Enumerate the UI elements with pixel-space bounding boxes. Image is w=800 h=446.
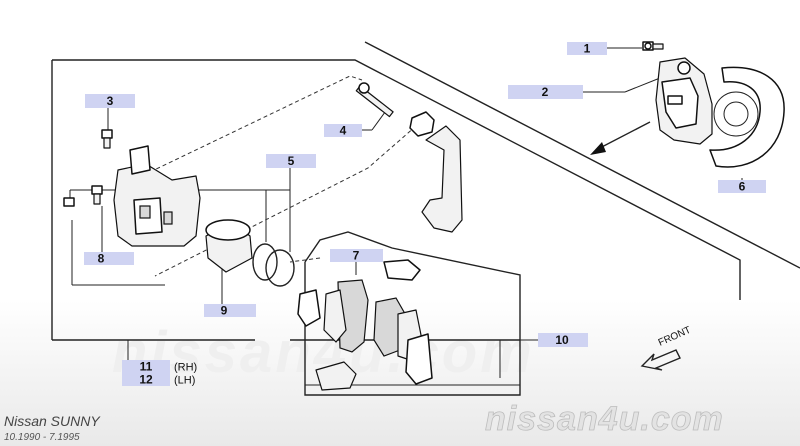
callout-5[interactable]: 5	[266, 154, 316, 168]
callout-1-label: 1	[584, 42, 591, 56]
callout-11-label: 11	[140, 360, 153, 374]
direction-arrow-upper	[590, 121, 651, 155]
caliper-bracket-part-2	[655, 57, 713, 145]
callout-2[interactable]: 2	[508, 85, 583, 99]
callout-9-label: 9	[221, 304, 228, 318]
anti-squeal-shims	[297, 289, 433, 385]
callout-6[interactable]: 6	[718, 180, 766, 194]
footer-dates: 10.1990 - 7.1995	[4, 432, 80, 443]
footer-brand: Nissan SUNNY	[4, 413, 101, 429]
callout-6-label: 6	[739, 180, 746, 194]
callout-2-label: 2	[542, 85, 549, 99]
piston-boot-bushing	[409, 111, 463, 233]
callout-4[interactable]: 4	[324, 124, 362, 138]
guide-pin-part-4	[355, 82, 394, 118]
callout-9[interactable]: 9	[204, 304, 256, 318]
callout-10-label: 10	[555, 333, 569, 347]
piston-seal-rings	[252, 243, 295, 287]
callout-3-label: 3	[107, 94, 114, 108]
piston-part-9	[205, 219, 253, 273]
callout-7-label: 7	[353, 249, 360, 263]
bleeder-part-8	[63, 185, 103, 207]
callout-3[interactable]: 3	[85, 94, 135, 108]
leader-lines	[69, 47, 743, 378]
callout-5-label: 5	[288, 154, 295, 168]
note-lh: (LH)	[174, 375, 195, 387]
callout-11[interactable]: 11	[122, 360, 170, 374]
bolt-part-3	[101, 129, 113, 149]
callout-4-label: 4	[340, 124, 347, 138]
note-rh: (RH)	[174, 362, 197, 374]
callout-12[interactable]: 12	[122, 373, 170, 387]
dust-shield-part-6	[709, 66, 785, 168]
callout-10[interactable]: 10	[538, 333, 588, 347]
pad-clips	[315, 259, 421, 391]
caliper-body	[113, 145, 201, 247]
bolt-part-1	[642, 41, 664, 51]
callout-7[interactable]: 7	[330, 249, 383, 263]
callout-12-label: 12	[139, 373, 153, 387]
callout-1[interactable]: 1	[567, 42, 607, 56]
brake-pads-part-7	[323, 279, 423, 361]
watermark-small: nissan4u.com	[485, 400, 724, 438]
callout-8-label: 8	[98, 252, 105, 266]
callout-8[interactable]: 8	[84, 252, 134, 266]
